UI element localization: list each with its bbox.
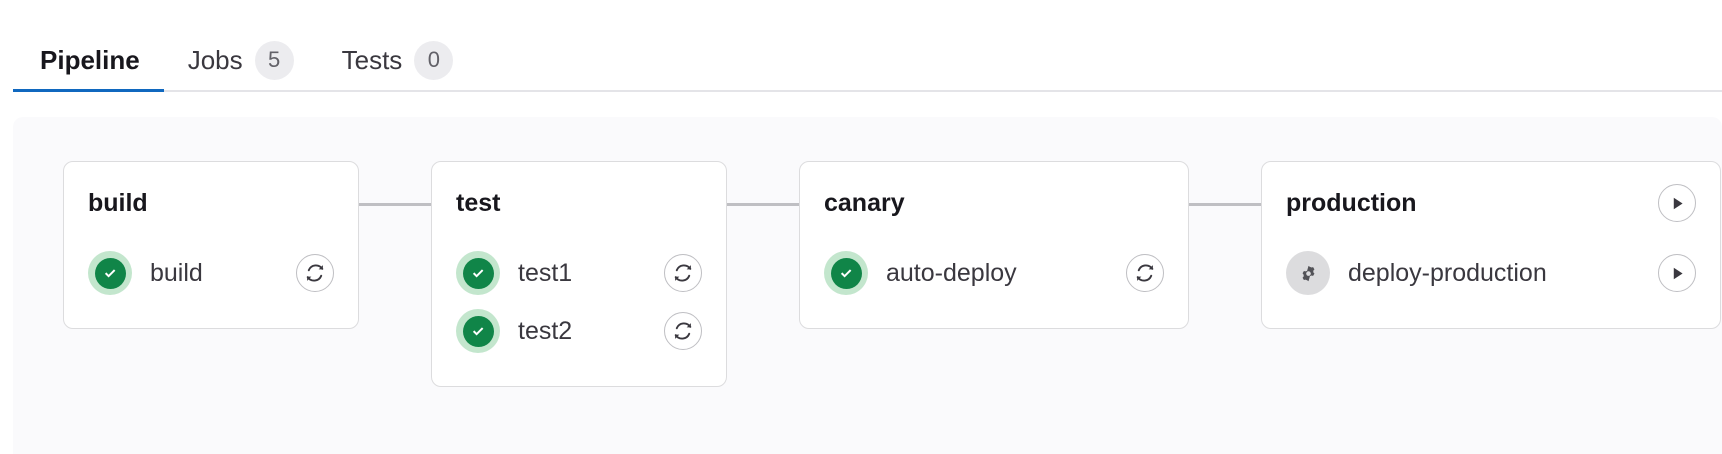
stage-header-canary: canary (824, 184, 1164, 222)
stage-title-canary: canary (824, 188, 905, 217)
job-row-auto-deploy[interactable]: auto-deploy (824, 244, 1164, 302)
tab-jobs[interactable]: Jobs 5 (164, 0, 318, 92)
job-row-build[interactable]: build (88, 244, 334, 302)
job-row-deploy-production[interactable]: deploy-production (1286, 244, 1696, 302)
pipeline-stages: build build (63, 161, 1721, 387)
job-name-test1: test1 (518, 258, 573, 287)
tab-tests[interactable]: Tests 0 (318, 0, 478, 92)
play-icon[interactable] (1658, 254, 1696, 292)
job-info-auto-deploy: auto-deploy (824, 251, 1017, 295)
stage-connector-canary-production (1189, 203, 1261, 206)
stage-connector-test-canary (727, 203, 799, 206)
job-info-test2: test2 (456, 309, 572, 353)
tab-jobs-label: Jobs (187, 45, 243, 75)
job-name-test2: test2 (518, 316, 573, 345)
status-success-icon (456, 251, 500, 295)
job-name-deploy-production: deploy-production (1348, 258, 1547, 287)
stage-wrapper-production: production (1261, 161, 1721, 329)
pipeline-tabbar: Pipeline Jobs 5 Tests 0 (0, 0, 1722, 92)
status-success-icon (456, 309, 500, 353)
stage-card-build: build build (63, 161, 359, 329)
tab-pipeline[interactable]: Pipeline (13, 0, 164, 92)
job-name-auto-deploy: auto-deploy (886, 258, 1017, 287)
retry-icon[interactable] (664, 312, 702, 350)
stage-card-canary: canary auto-deploy (799, 161, 1189, 329)
tab-tests-badge: 0 (414, 40, 454, 80)
job-row-test1[interactable]: test1 (456, 244, 702, 302)
tab-tests-label: Tests (341, 45, 403, 75)
pipeline-graph-panel: build build (13, 117, 1722, 454)
stage-header-build: build (88, 184, 334, 222)
stage-title-test: test (456, 188, 501, 217)
job-row-test2[interactable]: test2 (456, 302, 702, 360)
stage-header-production: production (1286, 184, 1696, 222)
stage-wrapper-canary: canary auto-deploy (799, 161, 1261, 329)
tab-pipeline-label: Pipeline (40, 45, 140, 75)
stage-card-production: production (1261, 161, 1721, 329)
status-success-icon (824, 251, 868, 295)
status-manual-gear-icon (1286, 251, 1330, 295)
stage-card-test: test test1 (431, 161, 727, 387)
job-info-deploy-production: deploy-production (1286, 251, 1547, 295)
job-info-build: build (88, 251, 203, 295)
play-icon[interactable] (1658, 184, 1696, 222)
status-success-icon (88, 251, 132, 295)
stage-connector-build-test (359, 203, 431, 206)
job-info-test1: test1 (456, 251, 572, 295)
job-name-build: build (150, 258, 203, 287)
tab-jobs-badge: 5 (254, 40, 294, 80)
retry-icon[interactable] (1126, 254, 1164, 292)
stage-wrapper-test: test test1 (431, 161, 799, 387)
stage-title-build: build (88, 188, 148, 217)
retry-icon[interactable] (664, 254, 702, 292)
stage-wrapper-build: build build (63, 161, 431, 329)
stage-header-test: test (456, 184, 702, 222)
retry-icon[interactable] (296, 254, 334, 292)
stage-title-production: production (1286, 188, 1417, 217)
